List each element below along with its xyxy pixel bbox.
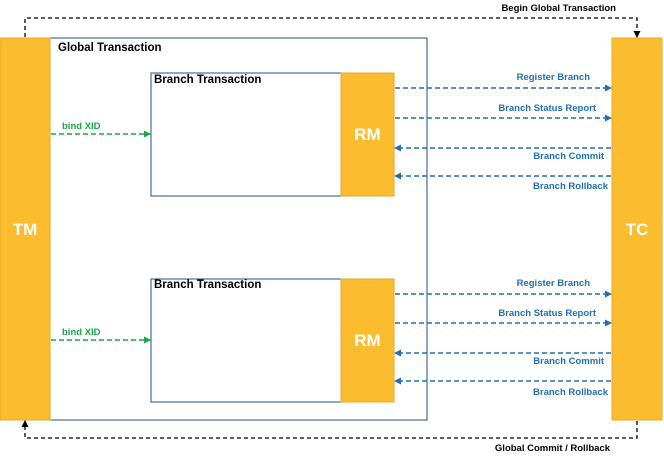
begin-global-transaction-arrow — [24, 17, 641, 38]
bind-xid-label-bottom: bind XID — [62, 327, 101, 338]
branch-commit-label-bottom: Branch Commit — [533, 356, 604, 367]
global-commit-rollback-arrow — [21, 420, 638, 439]
tc-label: TC — [625, 220, 649, 239]
branch-status-report-label-bottom: Branch Status Report — [498, 308, 596, 319]
tm-label: TM — [12, 220, 38, 239]
branch-rollback-label-top: Branch Rollback — [533, 181, 608, 192]
tm-box — [0, 37, 51, 421]
begin-global-transaction-label: Begin Global Transaction — [501, 3, 616, 14]
branch-transaction-title-bottom: Branch Transaction — [154, 279, 262, 291]
rm-box-bottom — [340, 278, 395, 403]
global-commit-rollback-label: Global Commit / Rollback — [494, 443, 610, 454]
branch-rollback-label-bottom: Branch Rollback — [533, 387, 608, 398]
branch-status-report-label-top: Branch Status Report — [498, 103, 596, 114]
branch-transaction-title-top: Branch Transaction — [154, 74, 262, 86]
branch-commit-label-top: Branch Commit — [533, 151, 604, 162]
rm-label-bottom: RM — [354, 331, 381, 350]
rm-label-top: RM — [354, 125, 381, 144]
register-branch-label-top: Register Branch — [516, 72, 590, 83]
tc-box — [611, 37, 663, 421]
register-branch-label-bottom: Register Branch — [516, 278, 590, 289]
global-transaction-title: Global Transaction — [58, 42, 162, 54]
bind-xid-label-top: bind XID — [62, 121, 101, 132]
rm-box-top — [340, 72, 395, 197]
